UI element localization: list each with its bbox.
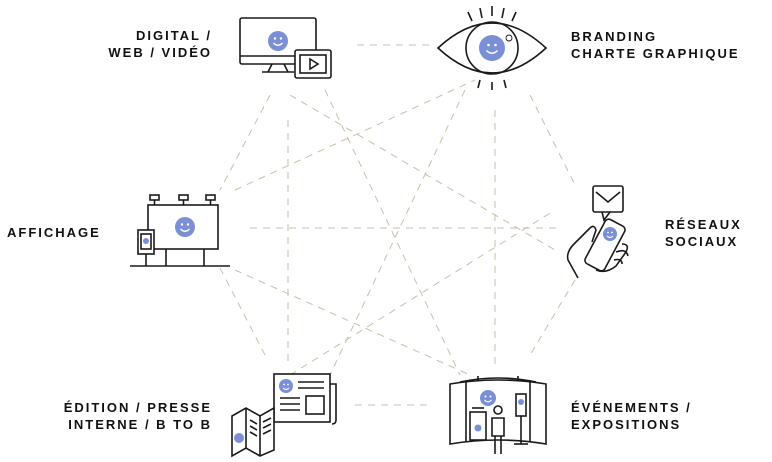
label-reseaux: RÉSEAUX SOCIAUX bbox=[665, 216, 742, 250]
label-digital-line-2: WEB / VIDÉO bbox=[108, 45, 212, 60]
brochure-icon bbox=[228, 370, 340, 458]
phone-hand-icon bbox=[556, 182, 656, 282]
label-affichage: AFFICHAGE bbox=[7, 224, 101, 241]
connection-line bbox=[234, 269, 471, 376]
connection-line bbox=[289, 209, 556, 376]
connection-line bbox=[219, 267, 266, 356]
connection-line bbox=[219, 94, 271, 191]
billboard-icon bbox=[128, 192, 232, 272]
label-digital: DIGITAL / WEB / VIDÉO bbox=[60, 27, 212, 61]
label-evenements-line-2: EXPOSITIONS bbox=[571, 417, 682, 432]
connection-line bbox=[289, 94, 556, 251]
connection-line bbox=[329, 89, 466, 376]
eye-icon bbox=[432, 2, 552, 94]
exhibition-stand-icon bbox=[446, 372, 550, 458]
label-branding-line-2: CHARTE GRAPHIQUE bbox=[571, 46, 740, 61]
connection-line bbox=[234, 79, 476, 191]
connection-line bbox=[529, 94, 576, 186]
label-reseaux-line-2: SOCIAUX bbox=[665, 234, 739, 249]
label-digital-line-1: DIGITAL / bbox=[135, 28, 212, 43]
monitor-video-icon bbox=[232, 14, 336, 82]
label-evenements: ÉVÉNEMENTS / EXPOSITIONS bbox=[571, 399, 692, 433]
label-branding-line-1: BRANDING bbox=[571, 29, 658, 44]
label-reseaux-line-1: RÉSEAUX bbox=[665, 217, 742, 232]
connection-line bbox=[324, 89, 461, 376]
label-evenements-line-1: ÉVÉNEMENTS / bbox=[571, 400, 692, 415]
label-edition: ÉDITION / PRESSE INTERNE / B TO B bbox=[20, 399, 212, 433]
label-edition-line-1: ÉDITION / PRESSE bbox=[63, 400, 212, 415]
label-branding: BRANDING CHARTE GRAPHIQUE bbox=[571, 28, 740, 62]
connection-line bbox=[529, 279, 576, 356]
label-affichage-line-1: AFFICHAGE bbox=[7, 225, 101, 240]
label-edition-line-2: INTERNE / B TO B bbox=[68, 417, 212, 432]
